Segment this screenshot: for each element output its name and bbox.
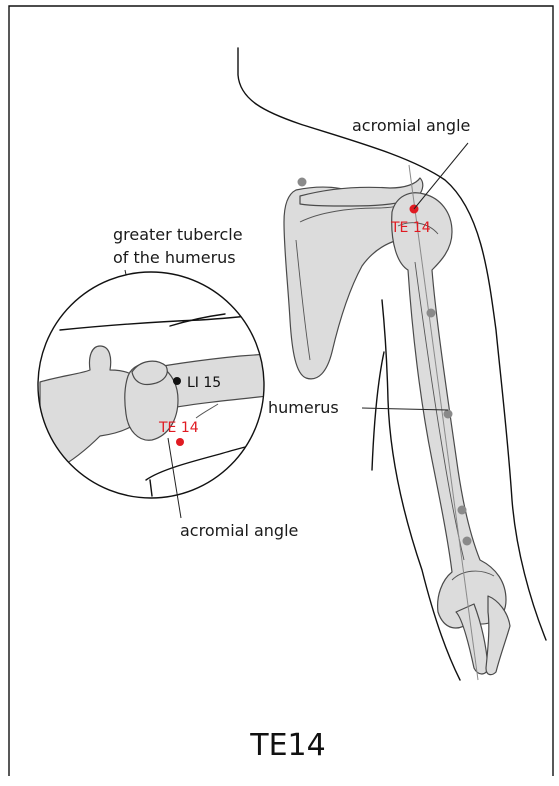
li15-point [173,377,181,385]
inset-magnified-view: LI 15 TE 14 [38,272,270,498]
body-outline-neck-shoulder [238,48,546,640]
acromial-angle-label-top: acromial angle [352,116,470,135]
acupoint-dot [458,506,467,515]
greater-tubercle-label-line1: greater tubercle [113,225,243,244]
acupoint-dot [463,537,472,546]
greater-tubercle-label-line2: of the humerus [113,248,236,267]
li15-label: LI 15 [187,375,221,391]
ulna-bone [486,596,510,675]
acromial-angle-leader-top [414,143,468,209]
te14-inset-label: TE 14 [158,420,199,436]
te14-inset-point [176,438,184,446]
acupoint-dot [444,410,453,419]
humerus-label: humerus [268,398,339,417]
acupoint-dot [427,309,436,318]
acupoint-dot [298,178,307,187]
body-outline-torso [372,352,384,470]
acromial-angle-label-inset: acromial angle [180,521,298,540]
diagram-caption: TE14 [249,728,325,763]
te14-main-label: TE 14 [390,220,431,236]
